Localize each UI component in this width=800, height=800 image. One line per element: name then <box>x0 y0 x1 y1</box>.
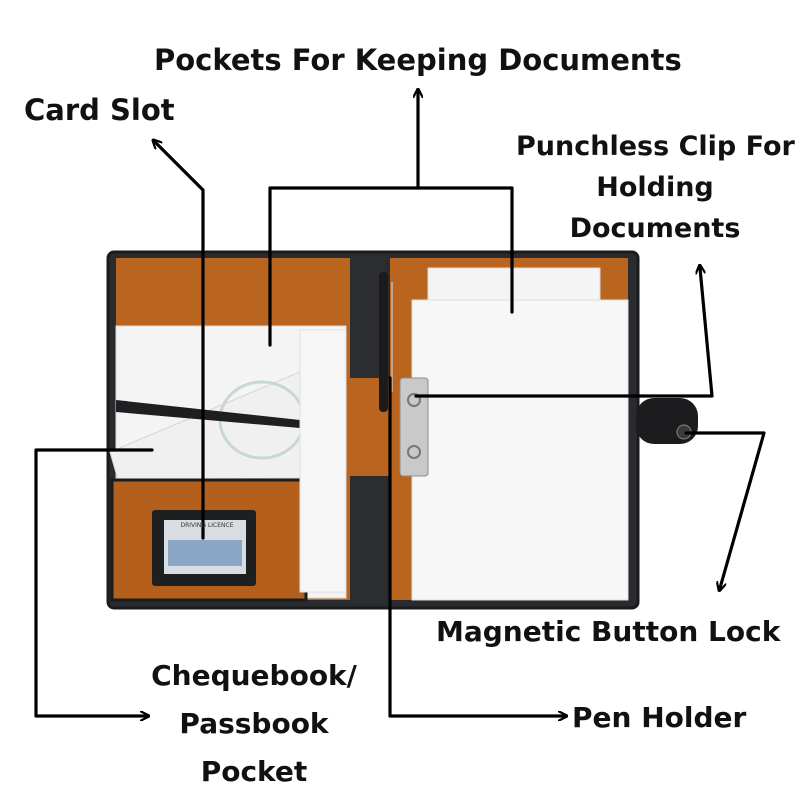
spine-paper <box>299 329 347 593</box>
label-cheque-line2: Passbook <box>179 707 329 740</box>
card-stripe <box>168 540 242 566</box>
label-clip-line2: Holding <box>596 172 714 203</box>
label-clip-line3: Documents <box>569 213 741 244</box>
pen-arrow <box>388 376 564 716</box>
pockets-bracket <box>268 186 514 347</box>
clipboard-top-sheet <box>427 267 601 305</box>
label-punchless-clip: Punchless Clip For Holding Documents <box>516 126 795 249</box>
lock-arrow <box>684 431 766 588</box>
label-magnetic-lock: Magnetic Button Lock <box>436 615 781 648</box>
card-text: DRIVING LICENCE <box>180 522 234 529</box>
punchless-clip <box>399 377 429 477</box>
clip-arrow <box>414 268 714 398</box>
card-slot-arrow <box>155 142 205 540</box>
label-pen-holder: Pen Holder <box>572 701 747 734</box>
label-cheque-line3: Pocket <box>200 755 308 788</box>
label-chequebook: Chequebook/ Passbook Pocket <box>128 652 380 796</box>
label-cheque-line1: Chequebook/ <box>151 659 357 692</box>
clip-ring-top <box>407 393 421 407</box>
pocket-flap <box>116 400 300 428</box>
label-clip-line1: Punchless Clip For <box>516 131 795 162</box>
clip-ring-bottom <box>407 445 421 459</box>
label-pockets: Pockets For Keeping Documents <box>154 43 682 77</box>
cheque-arrow <box>34 448 154 716</box>
label-card-slot: Card Slot <box>24 93 175 127</box>
pen-body <box>379 272 388 412</box>
